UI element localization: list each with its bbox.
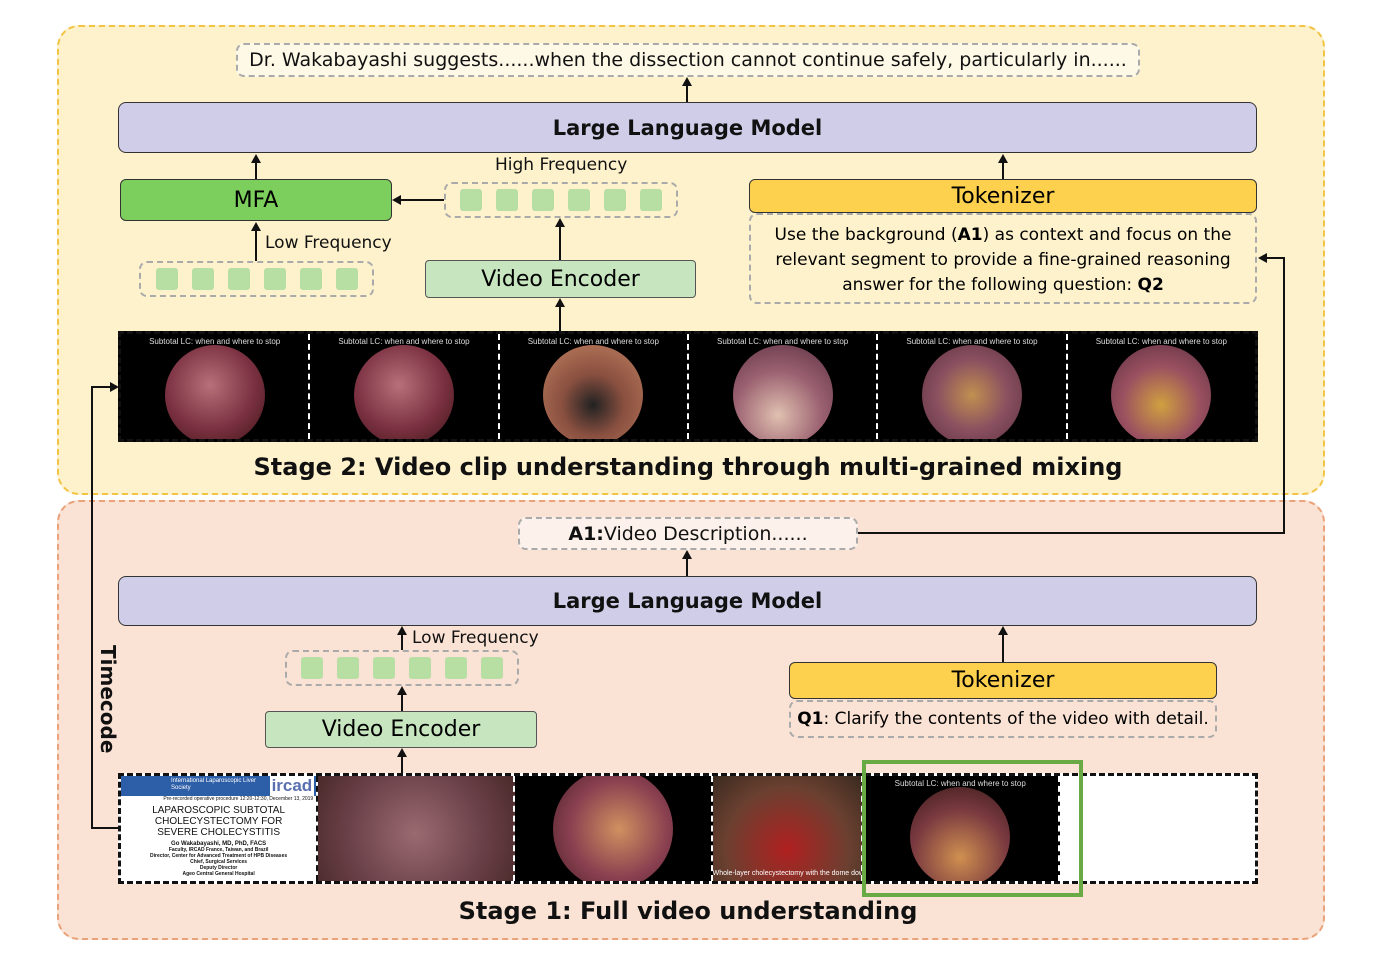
video-frame: Subtotal LC: when and where to stop xyxy=(878,334,1068,439)
low-frequency-label: Low Frequency xyxy=(265,233,392,253)
slide-title: LAPAROSCOPIC SUBTOTAL CHOLECYSTECTOMY FO… xyxy=(152,805,285,838)
video-frame: Subtotal LC: when and where to stop xyxy=(1067,334,1255,439)
video-frame xyxy=(515,776,713,881)
stage2-output: Dr. Wakabayashi suggests......when the d… xyxy=(236,43,1140,77)
stage1-video-encoder: Video Encoder xyxy=(265,711,537,748)
high-frequency-tokens xyxy=(444,182,678,218)
slide-line: Deputy Director xyxy=(199,865,238,871)
video-frame: Whole-layer cholecystectomy with the dom… xyxy=(712,776,863,881)
diagram-frame xyxy=(1059,776,1256,881)
highlight-box xyxy=(862,760,1083,897)
highlighted-video-frame: Subtotal LC: when and where to stop xyxy=(862,776,1060,881)
stage1-llm: Large Language Model xyxy=(118,576,1257,626)
stage1-low-frequency-tokens xyxy=(285,650,519,686)
video-frame: Subtotal LC: when and where to stop xyxy=(499,334,689,439)
video-frame: Subtotal LC: when and where to stop xyxy=(121,334,311,439)
high-frequency-label: High Frequency xyxy=(495,155,628,175)
title-slide-frame: International Laparoscopic Liver Society… xyxy=(121,776,319,881)
stage2-frame-strip: Subtotal LC: when and where to stop Subt… xyxy=(118,331,1258,442)
stage1-title: Stage 1: Full video understanding xyxy=(458,897,918,925)
slide-subheader: Pre-recorded operative procedure 12:20-1… xyxy=(163,796,314,802)
timecode-label: Timecode xyxy=(96,645,120,754)
stage2-video-encoder: Video Encoder xyxy=(425,260,696,298)
slide-line: Ageo Central General Hospital xyxy=(182,871,255,877)
stage2-tokenizer: Tokenizer xyxy=(749,179,1257,213)
stage1-tokenizer: Tokenizer xyxy=(789,662,1217,699)
stage1-prompt: Q1: Clarify the contents of the video wi… xyxy=(789,700,1217,738)
slide-author: Go Wakabayashi, MD, PhD, FACS xyxy=(171,841,267,847)
slide-header-text: International Laparoscopic Liver Society xyxy=(171,778,257,791)
stage1-frame-strip: International Laparoscopic Liver Society… xyxy=(118,773,1258,884)
video-frame: Subtotal LC: when and where to stop xyxy=(688,334,879,439)
video-frame xyxy=(318,776,516,881)
slide-line: Faculty, IRCAD France, Taiwan, and Brazi… xyxy=(168,847,269,853)
stage2-title: Stage 2: Video clip understanding throug… xyxy=(253,453,1123,481)
slide-line: Chief, Surgical Services xyxy=(190,859,248,865)
video-frame: Subtotal LC: when and where to stop xyxy=(310,334,500,439)
slide-header-bar: International Laparoscopic Liver Society xyxy=(121,776,317,796)
stage1-output: A1: Video Description...... xyxy=(518,517,858,550)
stage1-low-frequency-label: Low Frequency xyxy=(412,628,539,648)
ircad-logo: ircad xyxy=(269,776,315,796)
stage2-prompt: Use the background (A1) as context and f… xyxy=(749,213,1257,304)
slide-line: Director, Center for Advanced Treatment … xyxy=(150,853,288,859)
mfa-box: MFA xyxy=(120,179,392,221)
stage2-llm: Large Language Model xyxy=(118,102,1257,153)
low-frequency-tokens xyxy=(139,261,374,297)
